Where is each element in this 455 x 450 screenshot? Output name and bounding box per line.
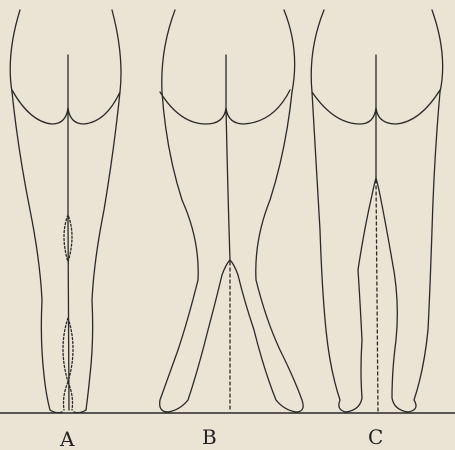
label-c: C: [368, 427, 383, 447]
label-b: B: [202, 427, 217, 447]
figure-a-right-outline: [86, 10, 121, 410]
figure-b-left-outline: [160, 10, 199, 412]
figure-b-center-line: [226, 55, 230, 260]
figure-c-right-outline: [408, 10, 443, 412]
figure-a-legs: [10, 10, 121, 413]
label-a: A: [60, 429, 74, 449]
figure-a-buttocks: [12, 90, 120, 124]
figure-c-legs: [311, 10, 442, 412]
figure-c-right-inner: [376, 178, 408, 412]
figure-c-left-inner: [346, 178, 376, 412]
figure-b-left-inner: [168, 260, 230, 412]
figure-c-plumb-line: [376, 180, 378, 412]
figure-c-left-outline: [311, 10, 346, 412]
figure-a-left-outline: [10, 10, 50, 410]
figure-a-ankles: [64, 382, 73, 410]
figure-b-right-outline: [256, 10, 303, 412]
figure-b-right-inner: [230, 260, 296, 412]
figure-b-buttocks: [160, 90, 290, 124]
figure-a-center-line: [68, 55, 69, 410]
figure-b-legs: [160, 10, 303, 412]
